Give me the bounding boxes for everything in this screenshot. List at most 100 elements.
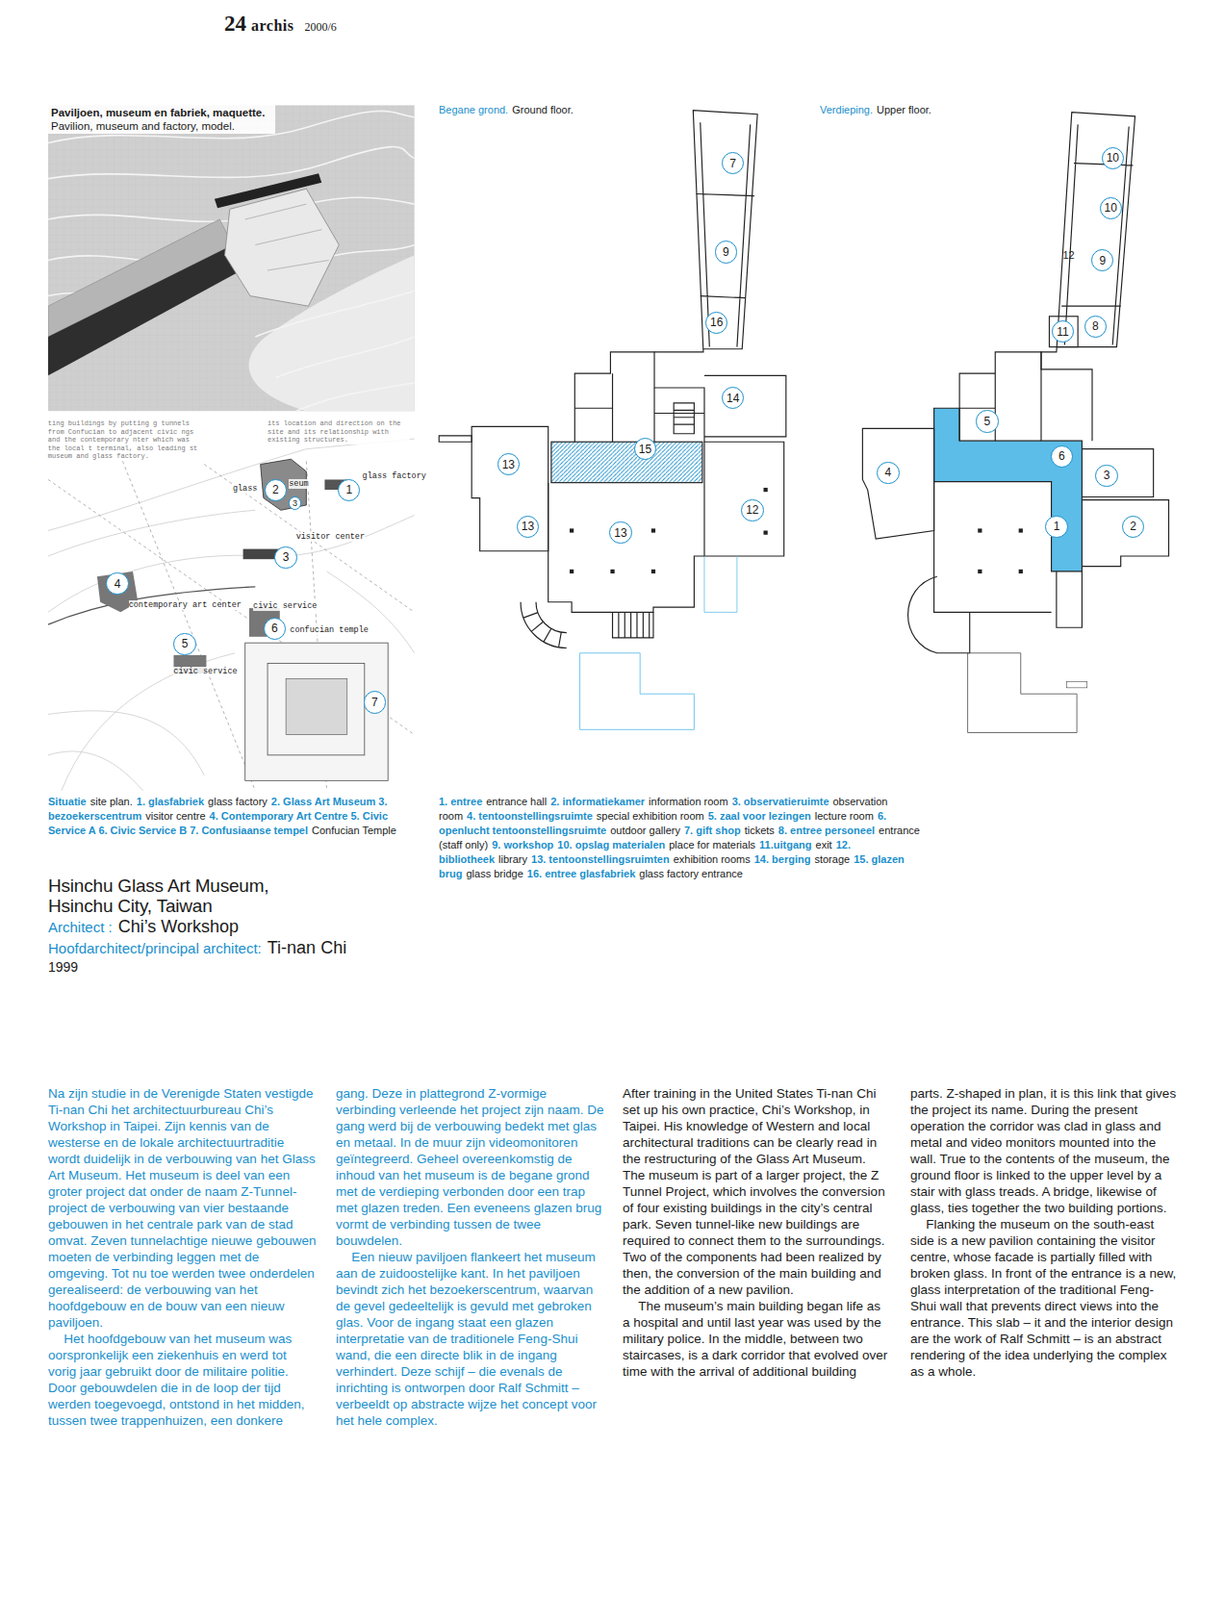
legend-entry: 1. entree — [438, 795, 483, 808]
callout-circle: 5 — [975, 409, 998, 433]
map-label: glass factory — [362, 471, 427, 482]
legend-entry: 7. gift shop — [684, 824, 741, 837]
figure-caption: Paviljoen, museum en fabriek, maquette. — [51, 105, 273, 120]
callout-number: 12 — [745, 504, 759, 516]
caption-text: 1. glasfabriek — [136, 795, 204, 808]
legend-entry: place for materials — [668, 839, 756, 851]
map-label: confucian temple — [289, 625, 369, 636]
callout-circle: 1 — [337, 479, 360, 502]
legend-entry: 10. opslag materialen — [557, 839, 665, 851]
legend-entry: entrance hall — [485, 795, 547, 808]
callout-circle: 2 — [264, 479, 287, 502]
page-number: 24 — [224, 11, 247, 37]
article-title: Hsinchu Glass Art Museum, Hsinchu City, … — [48, 875, 328, 917]
callout-circle: 13 — [609, 521, 632, 544]
caption-text: glass factory — [207, 795, 268, 808]
legend-entry: exit — [816, 839, 833, 851]
issue-date: 2000/6 — [304, 20, 336, 35]
upper-floor-plan — [862, 112, 1169, 734]
body-paragraph: Flanking the museum on the south-east si… — [910, 1216, 1179, 1380]
callout-circle: 7 — [363, 690, 386, 714]
credit-line: Hoofdarchitect/principal architect: — [48, 940, 262, 957]
callout-circle: 5 — [173, 633, 196, 656]
callout-circle: 3 — [288, 496, 303, 510]
caption-text: visitor centre — [145, 810, 205, 822]
callout-circle: 3 — [1095, 464, 1118, 487]
callout-number: 14 — [726, 392, 740, 405]
callout-circle: 6 — [263, 617, 286, 640]
legend-entry: exhibition rooms — [673, 853, 751, 866]
callout-circle: 9 — [714, 240, 738, 263]
map-label: civic service — [253, 601, 317, 612]
figure-caption: Upper floor. — [876, 103, 932, 116]
callout-number: 7 — [371, 696, 379, 709]
legend-entry: tickets — [744, 824, 775, 837]
callout-number: 13 — [502, 459, 515, 471]
legend-entry: 9. workshop — [491, 839, 554, 851]
callout-circle: 13 — [516, 515, 539, 538]
callout-number: 3 — [292, 499, 298, 509]
model-photo — [48, 104, 415, 411]
callout-number: 10 — [1106, 152, 1120, 164]
credit-line: Ti-nan Chi — [267, 938, 347, 959]
legend-entry: lecture room — [815, 810, 874, 822]
callout-number: 2 — [272, 484, 280, 496]
callout-number: 6 — [1058, 450, 1066, 462]
callout-circle: 4 — [876, 461, 899, 485]
legend-entry: 11.uitgang — [759, 839, 812, 851]
callout-number: 7 — [729, 157, 737, 170]
callout-number: 9 — [722, 246, 730, 258]
caption-text: Confucian Temple — [311, 824, 397, 837]
map-label: contemporary art center — [128, 600, 242, 611]
callout-circle: 6 — [1050, 445, 1073, 468]
callout-number: 4 — [114, 578, 122, 590]
callout-circle: 10 — [1101, 147, 1124, 170]
callout-number: 3 — [1103, 469, 1111, 482]
callout-circle: 3 — [274, 546, 297, 569]
credit-line: Architect : — [48, 918, 113, 936]
callout-number: 13 — [521, 520, 535, 533]
map-note: ting buildings by putting g tunnels from… — [48, 419, 202, 461]
callout-circle: 10 — [1099, 197, 1122, 220]
caption-text: Situatie — [48, 795, 87, 808]
legend-entry: storage — [814, 853, 850, 866]
legend-entry: 3. observatieruimte — [732, 795, 830, 808]
callout-number: 9 — [1098, 255, 1106, 267]
callout-number: 13 — [613, 527, 627, 539]
map-label: civic service — [173, 666, 237, 677]
callout-number: 3 — [282, 551, 290, 563]
body-paragraph: After training in the United States Ti-n… — [622, 1085, 892, 1299]
callout-circle: 1 — [1045, 515, 1068, 538]
callout-circle: 2 — [1122, 515, 1145, 538]
legend-entry: 8. entree personeel — [778, 824, 875, 837]
caption-text: site plan. — [90, 795, 133, 808]
figure-caption: Pavilion, museum and factory, model. — [51, 119, 273, 133]
callout-number: 6 — [271, 622, 279, 635]
callout-circle: 12 — [740, 499, 764, 522]
callout-circle: 15 — [634, 437, 657, 460]
map-note: its location and direction on the site a… — [267, 419, 411, 445]
map-label: glass — [232, 484, 258, 494]
plan-number: 12 — [1062, 249, 1074, 261]
callout-number: 15 — [638, 443, 652, 456]
callout-circle: 8 — [1084, 315, 1107, 338]
legend-entry: library — [498, 853, 528, 866]
callout-number: 1 — [345, 484, 353, 496]
body-paragraph: Een nieuw paviljoen flankeert het museum… — [335, 1249, 605, 1429]
legend-entry: glass bridge — [465, 867, 523, 880]
legend-entry: information room — [648, 795, 729, 808]
ground-floor-plan — [438, 110, 787, 731]
legend-entry: special exhibition room — [596, 810, 705, 822]
legend-entry: glass factory entrance — [638, 867, 743, 880]
legend-entry: 5. zaal voor lezingen — [708, 810, 812, 822]
callout-number: 5 — [181, 637, 189, 650]
credit-line: Chi’s Workshop — [118, 917, 239, 938]
callout-number: 8 — [1092, 320, 1099, 332]
callout-circle: 7 — [721, 152, 744, 175]
callout-number: 11 — [1056, 326, 1069, 338]
body-paragraph: Na zijn studie in de Verenigde Staten ve… — [48, 1085, 317, 1331]
magazine-name: archis — [251, 17, 294, 35]
callout-number: 2 — [1129, 520, 1137, 533]
legend-entry: 4. tentoonstellingsruimte — [466, 810, 593, 822]
map-label: seum — [288, 479, 308, 489]
